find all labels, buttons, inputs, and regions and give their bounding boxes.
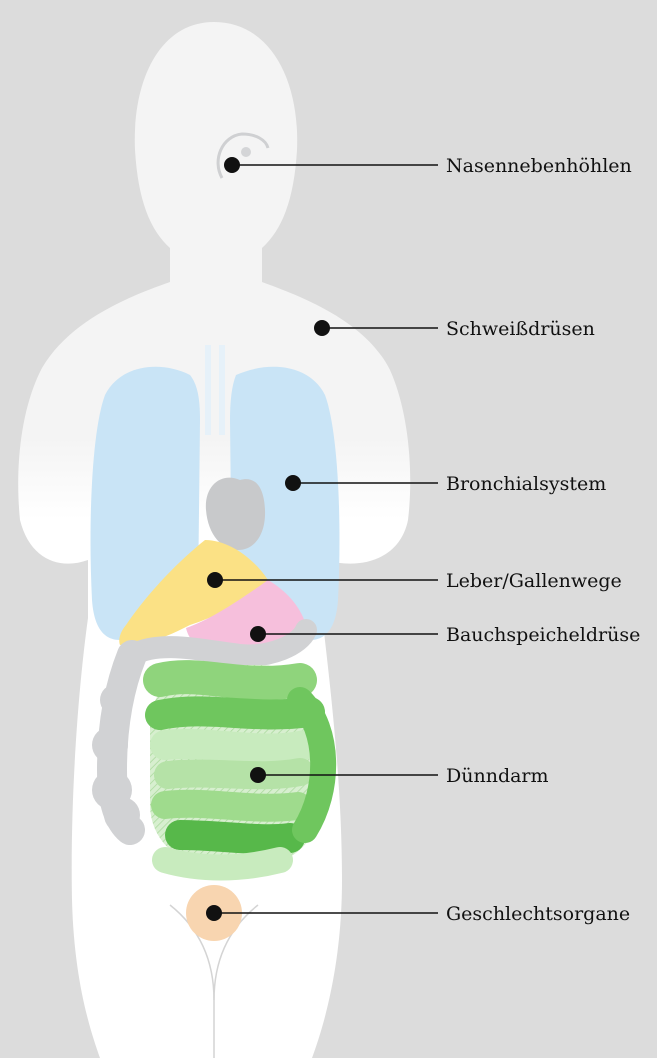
marker-pancreas	[250, 626, 266, 642]
small-intestine	[150, 665, 323, 868]
label-reproductive: Geschlechtsorgane	[446, 903, 630, 925]
trachea-right	[219, 345, 225, 435]
label-sinuses: Nasennebenhöhlen	[446, 155, 632, 177]
label-pancreas: Bauchspeicheldrüse	[446, 624, 640, 646]
marker-reproductive	[206, 905, 222, 921]
label-bronchial: Bronchialsystem	[446, 473, 606, 495]
marker-small-intestine	[250, 767, 266, 783]
marker-liver	[207, 572, 223, 588]
marker-sinuses	[224, 157, 240, 173]
label-sweat-glands: Schweißdrüsen	[446, 318, 595, 340]
trachea-left	[205, 345, 211, 435]
label-small-intestine: Dünndarm	[446, 765, 549, 787]
label-liver: Leber/Gallenwege	[446, 570, 622, 592]
ear-canal	[241, 147, 251, 157]
marker-bronchial	[285, 475, 301, 491]
marker-sweat-glands	[314, 320, 330, 336]
